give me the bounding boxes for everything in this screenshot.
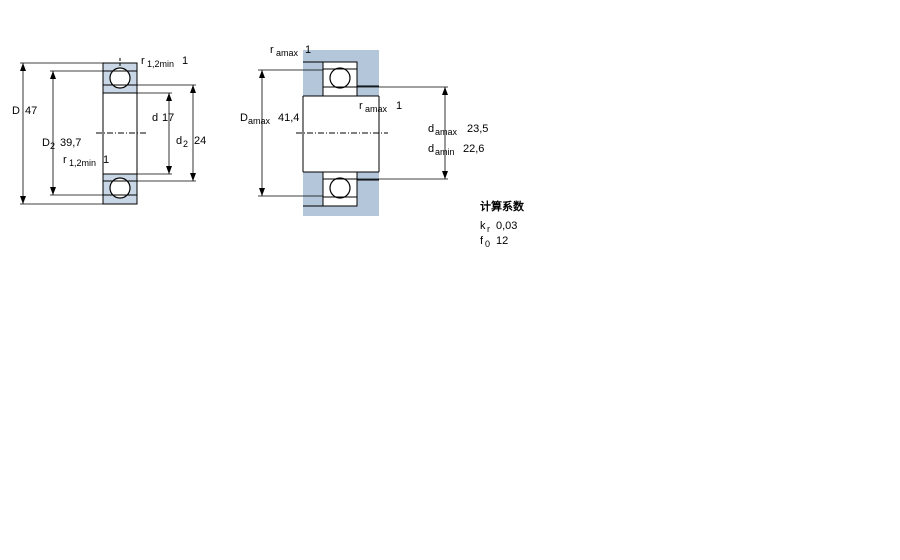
d2-label: d xyxy=(176,135,182,147)
ra-mid-value: 1 xyxy=(396,100,402,112)
upper-ball xyxy=(109,67,131,89)
d2-value: 24 xyxy=(194,135,206,147)
ra-top-sub: amax xyxy=(276,48,299,58)
abutment-dimension-lines xyxy=(258,69,448,197)
kr-label: k xyxy=(480,220,486,232)
ra-top-label: r xyxy=(270,44,274,56)
D2-sub: 2 xyxy=(50,141,55,151)
Damax-label: D xyxy=(240,112,248,124)
kr-sub: r xyxy=(487,224,490,234)
f0-label: f xyxy=(480,235,484,247)
r12-top-value: 1 xyxy=(182,55,188,67)
d2-sub: 2 xyxy=(183,139,188,149)
lower-ball xyxy=(109,177,131,199)
damin-value: 22,6 xyxy=(463,143,484,155)
damax-sub: amax xyxy=(435,127,458,137)
D-value: 47 xyxy=(25,105,37,117)
mounted-lower-ball xyxy=(329,177,351,199)
housing-section xyxy=(296,50,388,216)
ra-mid-label: r xyxy=(359,100,363,112)
calc-factors-title: 计算系数 xyxy=(480,199,525,213)
bearing-dimension-arrows xyxy=(20,63,196,204)
Damax-sub: amax xyxy=(248,116,271,126)
d-value: 17 xyxy=(162,112,174,124)
Damax-value: 41,4 xyxy=(278,112,299,124)
r12-bot-value: 1 xyxy=(103,154,109,166)
damax-label: d xyxy=(428,123,434,135)
r12-bot-label: r xyxy=(63,154,67,166)
D2-label: D xyxy=(42,137,50,149)
d-label: d xyxy=(152,112,158,124)
ra-top-value: 1 xyxy=(305,44,311,56)
bearing-dimension-lines xyxy=(20,62,196,205)
mounted-upper-ball xyxy=(329,67,351,89)
r12-top-label: r xyxy=(141,55,145,67)
f0-value: 12 xyxy=(496,235,508,247)
f0-sub: 0 xyxy=(485,239,490,249)
D2-value: 39,7 xyxy=(60,137,81,149)
r12-top-sub: 1,2min xyxy=(147,59,174,69)
ra-mid-sub: amax xyxy=(365,104,388,114)
bearing-section xyxy=(96,58,146,205)
D-label: D xyxy=(12,105,20,117)
damin-sub: amin xyxy=(435,147,455,157)
abutment-dimension-arrows xyxy=(259,70,448,196)
damax-value: 23,5 xyxy=(467,123,488,135)
kr-value: 0,03 xyxy=(496,220,517,232)
r12-bot-sub: 1,2min xyxy=(69,158,96,168)
damin-label: d xyxy=(428,143,434,155)
